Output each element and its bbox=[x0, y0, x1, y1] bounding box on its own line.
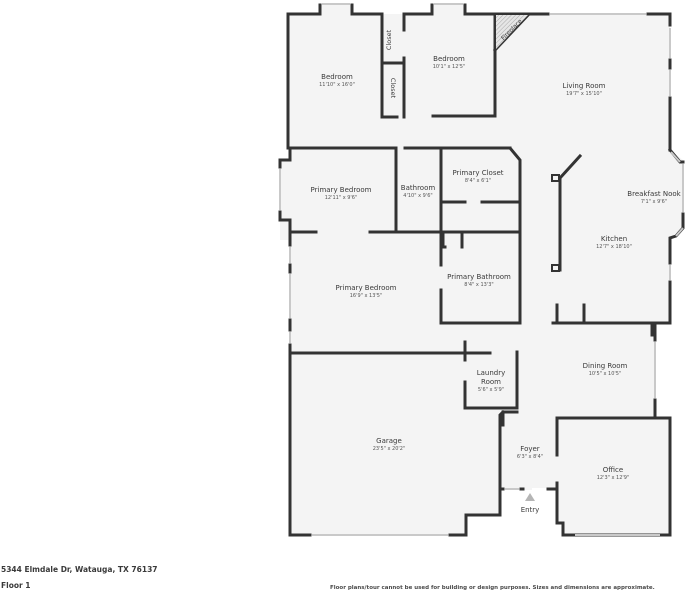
room-labels: Bedroom 11'10" x 16'0" Closet Closet Bed… bbox=[311, 18, 682, 481]
room-name-primary-closet: Primary Closet bbox=[452, 169, 503, 177]
floor-label: Floor 1 bbox=[1, 581, 31, 590]
room-name-bedroom-left: Bedroom bbox=[321, 73, 353, 81]
room-name-bathroom: Bathroom bbox=[401, 184, 436, 192]
room-dims-bathroom: 4'10" x 9'6" bbox=[403, 193, 432, 199]
room-dims-bedroom-right: 10'1" x 12'5" bbox=[433, 64, 466, 70]
room-name-office: Office bbox=[603, 466, 623, 474]
room-name-closet-top: Closet bbox=[385, 29, 393, 50]
room-name-primary-bathroom: Primary Bathroom bbox=[447, 273, 511, 281]
entry-arrow-icon bbox=[525, 493, 535, 501]
entry-label: Entry bbox=[521, 506, 540, 514]
room-name-dining-room: Dining Room bbox=[583, 362, 628, 370]
room-dims-dining-room: 10'5" x 10'5" bbox=[589, 371, 622, 377]
floor-fill bbox=[280, 4, 683, 535]
room-name-foyer: Foyer bbox=[520, 445, 540, 453]
room-name-kitchen: Kitchen bbox=[601, 235, 627, 243]
room-name-primary-bedroom-upper: Primary Bedroom bbox=[311, 186, 372, 194]
room-dims-bedroom-left: 11'10" x 16'0" bbox=[319, 82, 355, 88]
room-name-primary-bedroom-lower: Primary Bedroom bbox=[336, 284, 397, 292]
room-dims-foyer: 6'3" x 8'4" bbox=[517, 454, 543, 460]
room-dims-primary-closet: 8'4" x 6'1" bbox=[465, 178, 491, 184]
room-name-living-room: Living Room bbox=[563, 82, 606, 90]
room-dims-primary-bedroom-upper: 12'11" x 9'6" bbox=[325, 195, 358, 201]
windows bbox=[279, 3, 684, 536]
fireplace bbox=[496, 15, 528, 49]
disclaimer-text: Floor plans/tour cannot be used for buil… bbox=[330, 585, 655, 591]
room-dims-garage: 23'5" x 20'2" bbox=[373, 446, 406, 452]
room-name-laundry-line2: Room bbox=[481, 378, 501, 386]
room-name-bedroom-right: Bedroom bbox=[433, 55, 465, 63]
room-dims-living-room: 19'7" x 15'10" bbox=[566, 91, 602, 97]
room-name-breakfast-nook: Breakfast Nook bbox=[627, 190, 681, 198]
room-dims-primary-bedroom-lower: 16'9" x 13'5" bbox=[350, 293, 383, 299]
room-dims-primary-bathroom: 8'4" x 13'3" bbox=[464, 282, 493, 288]
room-name-laundry-line1: Laundry bbox=[477, 369, 506, 377]
room-dims-laundry: 5'6" x 5'9" bbox=[478, 387, 504, 393]
property-address: 5344 Elmdale Dr, Watauga, TX 76137 bbox=[1, 565, 158, 574]
room-dims-kitchen: 12'7" x 18'10" bbox=[596, 244, 632, 250]
room-dims-office: 12'3" x 12'9" bbox=[597, 475, 630, 481]
room-name-garage: Garage bbox=[376, 437, 402, 445]
room-name-closet-bottom: Closet bbox=[389, 78, 397, 99]
room-dims-breakfast-nook: 7'1" x 9'6" bbox=[641, 199, 667, 205]
